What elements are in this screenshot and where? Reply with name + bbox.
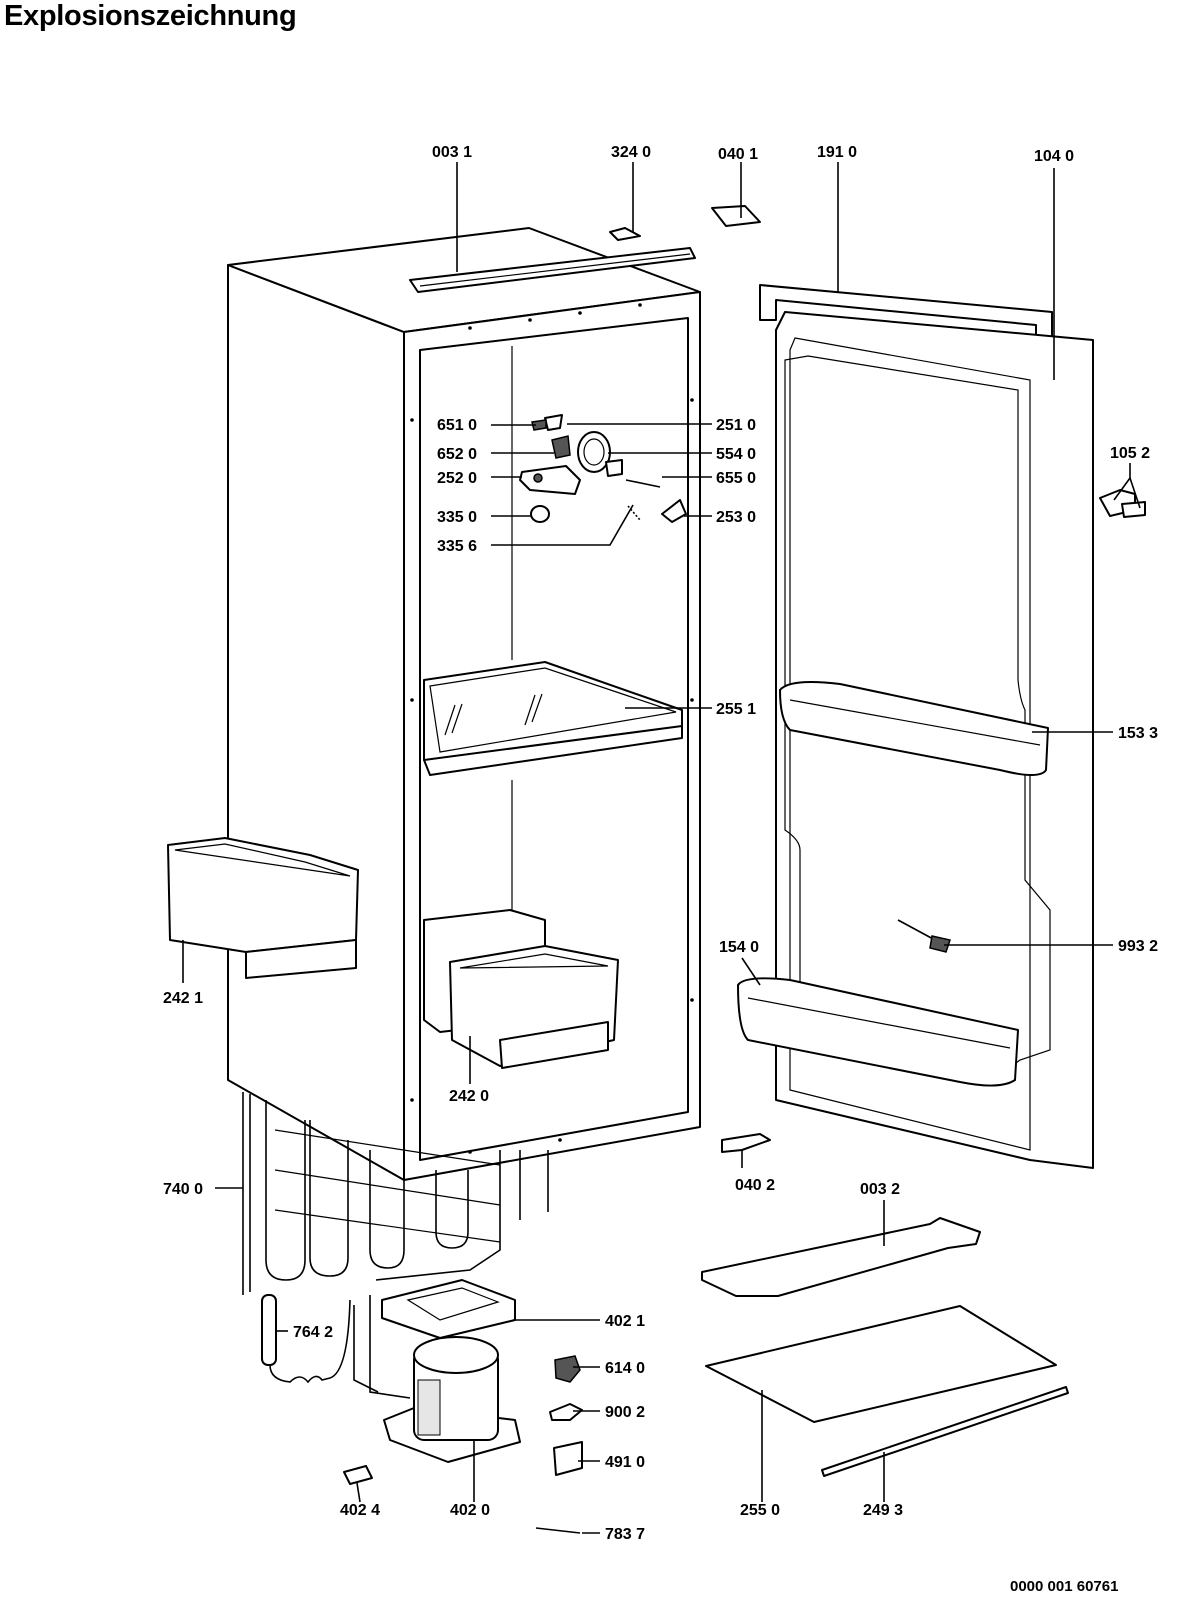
glass-plate: [705, 1305, 1057, 1423]
base-rail: [701, 1217, 981, 1297]
small-parts: [343, 1355, 583, 1534]
callout-614-0: 614 0: [605, 1360, 645, 1377]
callout-324-0: 324 0: [611, 144, 651, 161]
callout-655-0: 655 0: [716, 470, 756, 487]
callout-040-1: 040 1: [718, 146, 758, 163]
compressor: [383, 1336, 521, 1463]
callout-252-0: 252 0: [437, 470, 477, 487]
crisper-drawer-front: [449, 945, 619, 1069]
callout-993-2: 993 2: [1118, 938, 1158, 955]
callout-191-0: 191 0: [817, 144, 857, 161]
callout-652-0: 652 0: [437, 446, 477, 463]
callout-255-1: 255 1: [716, 701, 756, 718]
leader-lines: [182, 162, 1141, 1534]
callout-003-2: 003 2: [860, 1181, 900, 1198]
callout-402-0: 402 0: [450, 1502, 490, 1519]
document-number: 0000 001 60761: [1010, 1578, 1119, 1595]
callout-783-7: 783 7: [605, 1526, 645, 1543]
door-shelf-upper: [779, 681, 1049, 776]
callout-003-1: 003 1: [432, 144, 472, 161]
compressor-bracket: [381, 1279, 516, 1339]
callout-154-0: 154 0: [719, 939, 759, 956]
callout-105-2: 105 2: [1110, 445, 1150, 462]
callout-491-0: 491 0: [605, 1454, 645, 1471]
callout-242-0: 242 0: [449, 1088, 489, 1105]
callout-402-4: 402 4: [340, 1502, 380, 1519]
page-title: Explosionszeichnung: [4, 0, 297, 32]
callout-249-3: 249 3: [863, 1502, 903, 1519]
callout-335-6: 335 6: [437, 538, 477, 555]
callout-253-0: 253 0: [716, 509, 756, 526]
filter-dryer: [261, 1294, 351, 1384]
callout-900-2: 900 2: [605, 1404, 645, 1421]
callout-335-0: 335 0: [437, 509, 477, 526]
callout-labels: 003 1 324 0 040 1 191 0 104 0 651 0 251 …: [163, 144, 1158, 1543]
callout-251-0: 251 0: [716, 417, 756, 434]
door-shelf-lower: [737, 977, 1019, 1087]
callout-651-0: 651 0: [437, 417, 477, 434]
refrigerant-tubing: [369, 1150, 501, 1399]
callout-242-1: 242 1: [163, 990, 203, 1007]
bottom-hinge: [721, 1133, 771, 1153]
callout-740-0: 740 0: [163, 1181, 203, 1198]
callout-104-0: 104 0: [1034, 148, 1074, 165]
lamp-thermostat-assembly: [519, 414, 687, 523]
condenser-coil: [242, 1092, 549, 1295]
callout-402-1: 402 1: [605, 1313, 645, 1330]
callout-255-0: 255 0: [740, 1502, 780, 1519]
callout-554-0: 554 0: [716, 446, 756, 463]
door-switch: [897, 919, 951, 953]
top-hinge: [609, 205, 761, 241]
callout-040-2: 040 2: [735, 1177, 775, 1194]
callout-764-2: 764 2: [293, 1324, 333, 1341]
callout-153-3: 153 3: [1118, 725, 1158, 742]
glass-shelf: [423, 661, 683, 776]
side-storage-box: [167, 837, 359, 979]
